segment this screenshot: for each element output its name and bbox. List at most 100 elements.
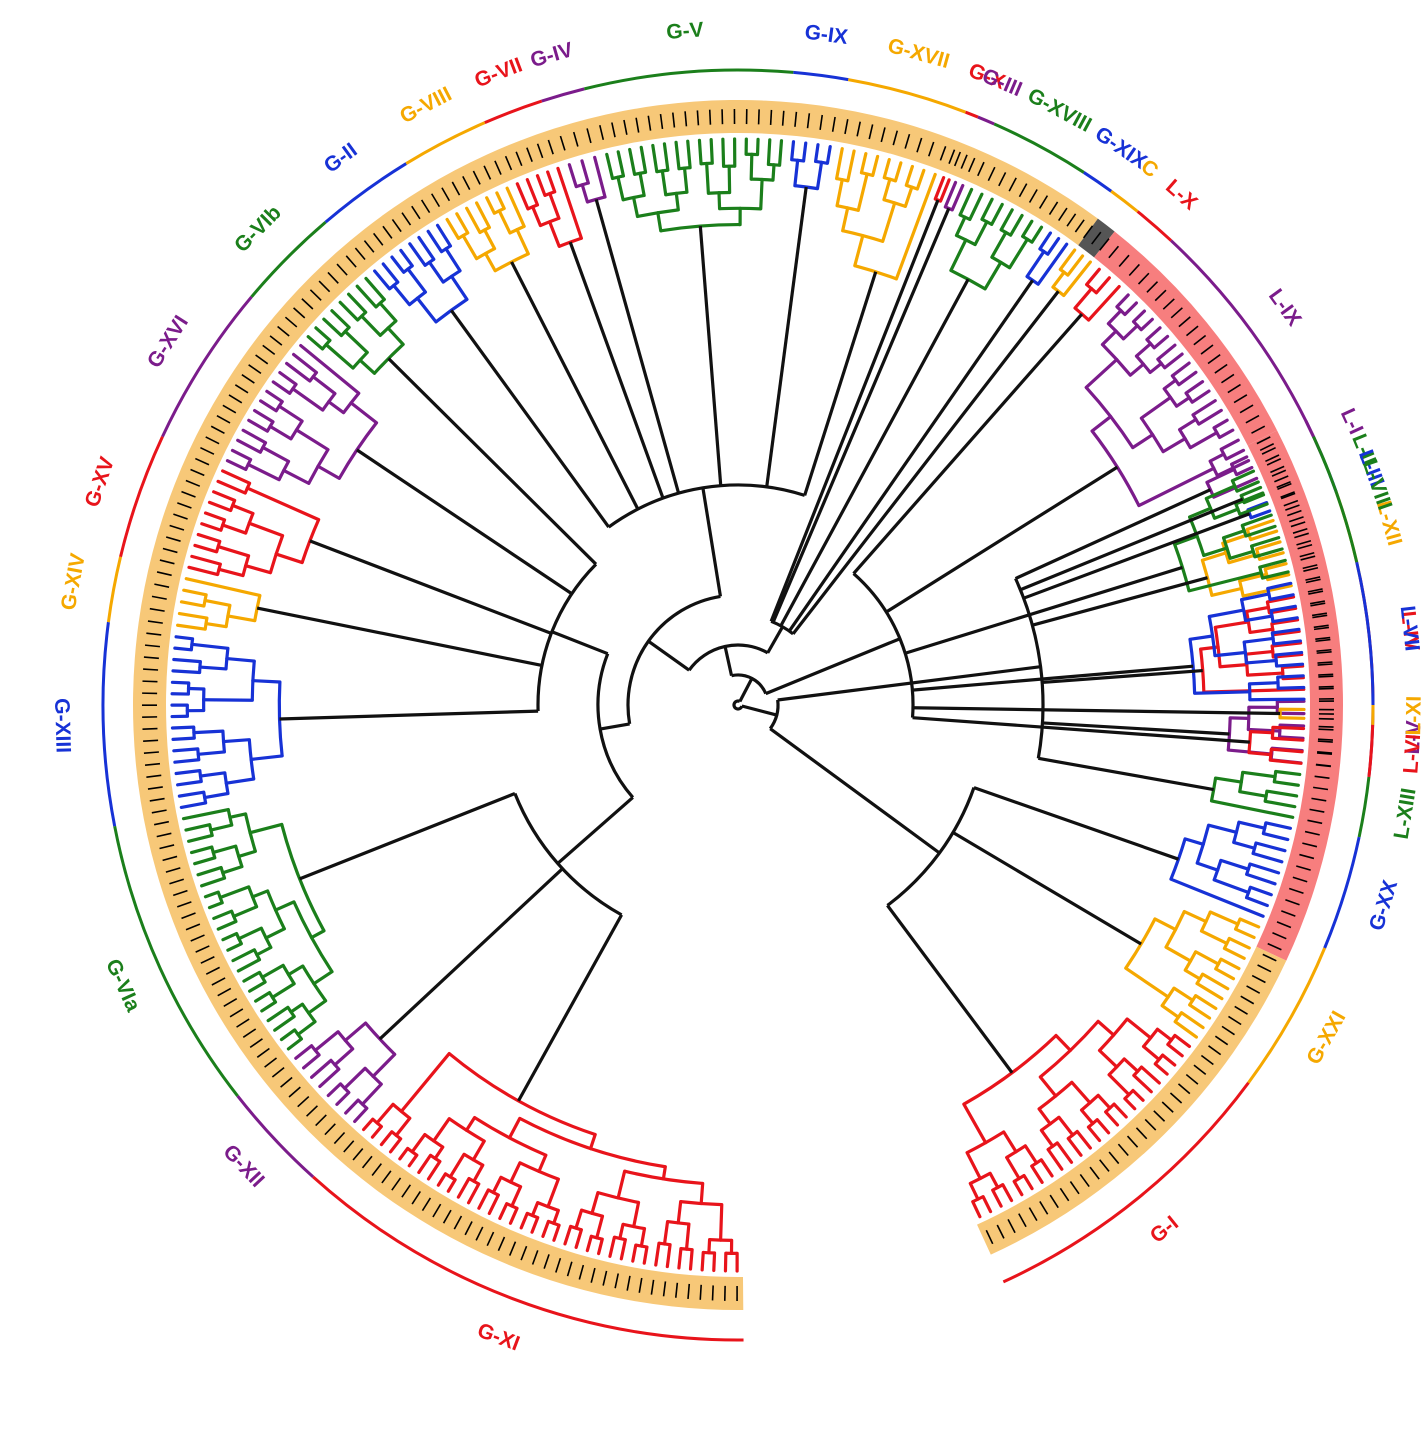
branch: [217, 567, 245, 578]
branch: [1039, 1158, 1054, 1178]
branch: [1265, 789, 1299, 798]
branch-arc: [854, 264, 897, 281]
backbone-branch: [556, 796, 634, 865]
branch: [1271, 629, 1301, 637]
clade-label-g-via: G-VIa: [101, 956, 145, 1016]
leaf-tick: [953, 151, 962, 167]
branch: [184, 823, 212, 832]
branch-arc: [1173, 543, 1191, 592]
branch: [408, 242, 427, 267]
clade-l-x: [1073, 267, 1121, 322]
branch: [225, 459, 248, 472]
branch: [556, 166, 583, 240]
leaf-tick: [411, 1191, 421, 1205]
clade-g-xvi: [225, 343, 379, 485]
branch: [259, 399, 278, 413]
branch: [1267, 606, 1298, 615]
clade-l-vi: [1247, 725, 1306, 765]
leaf-tick: [241, 374, 255, 384]
leaf-tick: [985, 1229, 994, 1245]
branch: [1058, 248, 1077, 272]
branch: [1230, 455, 1249, 466]
branch: [1254, 841, 1287, 853]
leaf-tick: [181, 912, 196, 920]
branch: [362, 1117, 375, 1132]
leaf-tick: [1117, 1143, 1129, 1157]
branch: [273, 900, 296, 912]
branch: [882, 177, 892, 202]
branch: [1197, 408, 1223, 426]
leaf-tick: [352, 1148, 364, 1161]
branch: [1202, 546, 1229, 558]
branch: [1248, 862, 1281, 875]
branch: [302, 1053, 321, 1070]
branch: [245, 486, 321, 522]
leaf-tick: [526, 147, 533, 162]
clade-g-iv: [567, 155, 607, 204]
leaf-tick: [1099, 1159, 1110, 1172]
clade-l-xi: [1278, 707, 1306, 720]
branch: [835, 147, 844, 181]
branch: [216, 544, 251, 558]
branch: [237, 926, 263, 941]
branch: [1021, 219, 1034, 238]
leaf-tick: [195, 945, 210, 953]
leaf-tick: [1305, 576, 1321, 581]
branch: [375, 1102, 395, 1125]
leaf-tick: [1154, 289, 1167, 302]
branch: [1200, 551, 1228, 562]
leaf-tick: [1307, 588, 1323, 593]
branch: [436, 1172, 448, 1187]
branch: [1228, 549, 1255, 560]
branch: [498, 1202, 509, 1221]
branch: [1244, 896, 1269, 908]
ring-band-0: [1247, 430, 1343, 961]
branch: [1265, 595, 1296, 604]
branch: [487, 1193, 500, 1216]
clade-g-xix: [1025, 231, 1069, 286]
backbone-branch: [766, 626, 784, 654]
branch: [1214, 967, 1236, 981]
clade-arc-g-xii: [236, 1095, 315, 1179]
branch: [980, 197, 994, 221]
backbone-branch: [1023, 512, 1251, 600]
leaf-tick: [1272, 932, 1287, 940]
branch: [507, 1116, 522, 1140]
branch: [1132, 1073, 1153, 1094]
branch: [264, 927, 286, 940]
leaf-tick: [1283, 499, 1299, 507]
branch: [619, 1238, 627, 1261]
leaf-tick: [531, 1250, 539, 1265]
branch: [1122, 1057, 1140, 1073]
leaf-tick: [1318, 673, 1334, 676]
leaf-tick: [508, 1241, 517, 1256]
branch: [266, 1005, 290, 1023]
leaf-tick: [1039, 1201, 1049, 1215]
clade-label-g-ix: G-IX: [803, 21, 849, 49]
leaf-tick: [162, 855, 178, 862]
clade-arc-g-xiii: [101, 621, 117, 827]
branch: [1227, 936, 1251, 950]
clade-l-vii: [1188, 581, 1306, 702]
branch: [1177, 370, 1198, 387]
leaf-tick: [1221, 1025, 1235, 1036]
backbone-branch: [904, 565, 1183, 655]
leaf-tick: [1089, 1166, 1100, 1180]
branch: [1266, 573, 1291, 582]
clade-arcs: [101, 68, 1375, 1342]
branch: [406, 267, 428, 294]
branch: [1205, 467, 1236, 484]
leaf-tick: [144, 762, 161, 766]
branch: [277, 404, 304, 423]
branch: [749, 152, 754, 181]
branch: [628, 147, 637, 176]
branch: [971, 1200, 982, 1219]
branch: [638, 171, 646, 198]
branch: [399, 248, 414, 268]
clade-arc-g-xiv: [106, 556, 123, 623]
branch: [461, 234, 479, 261]
leaf-tick: [288, 1086, 301, 1098]
leaf-tick: [185, 479, 201, 487]
clade-label-l-xiii: L-XIII: [1390, 786, 1421, 840]
branch: [567, 163, 578, 189]
